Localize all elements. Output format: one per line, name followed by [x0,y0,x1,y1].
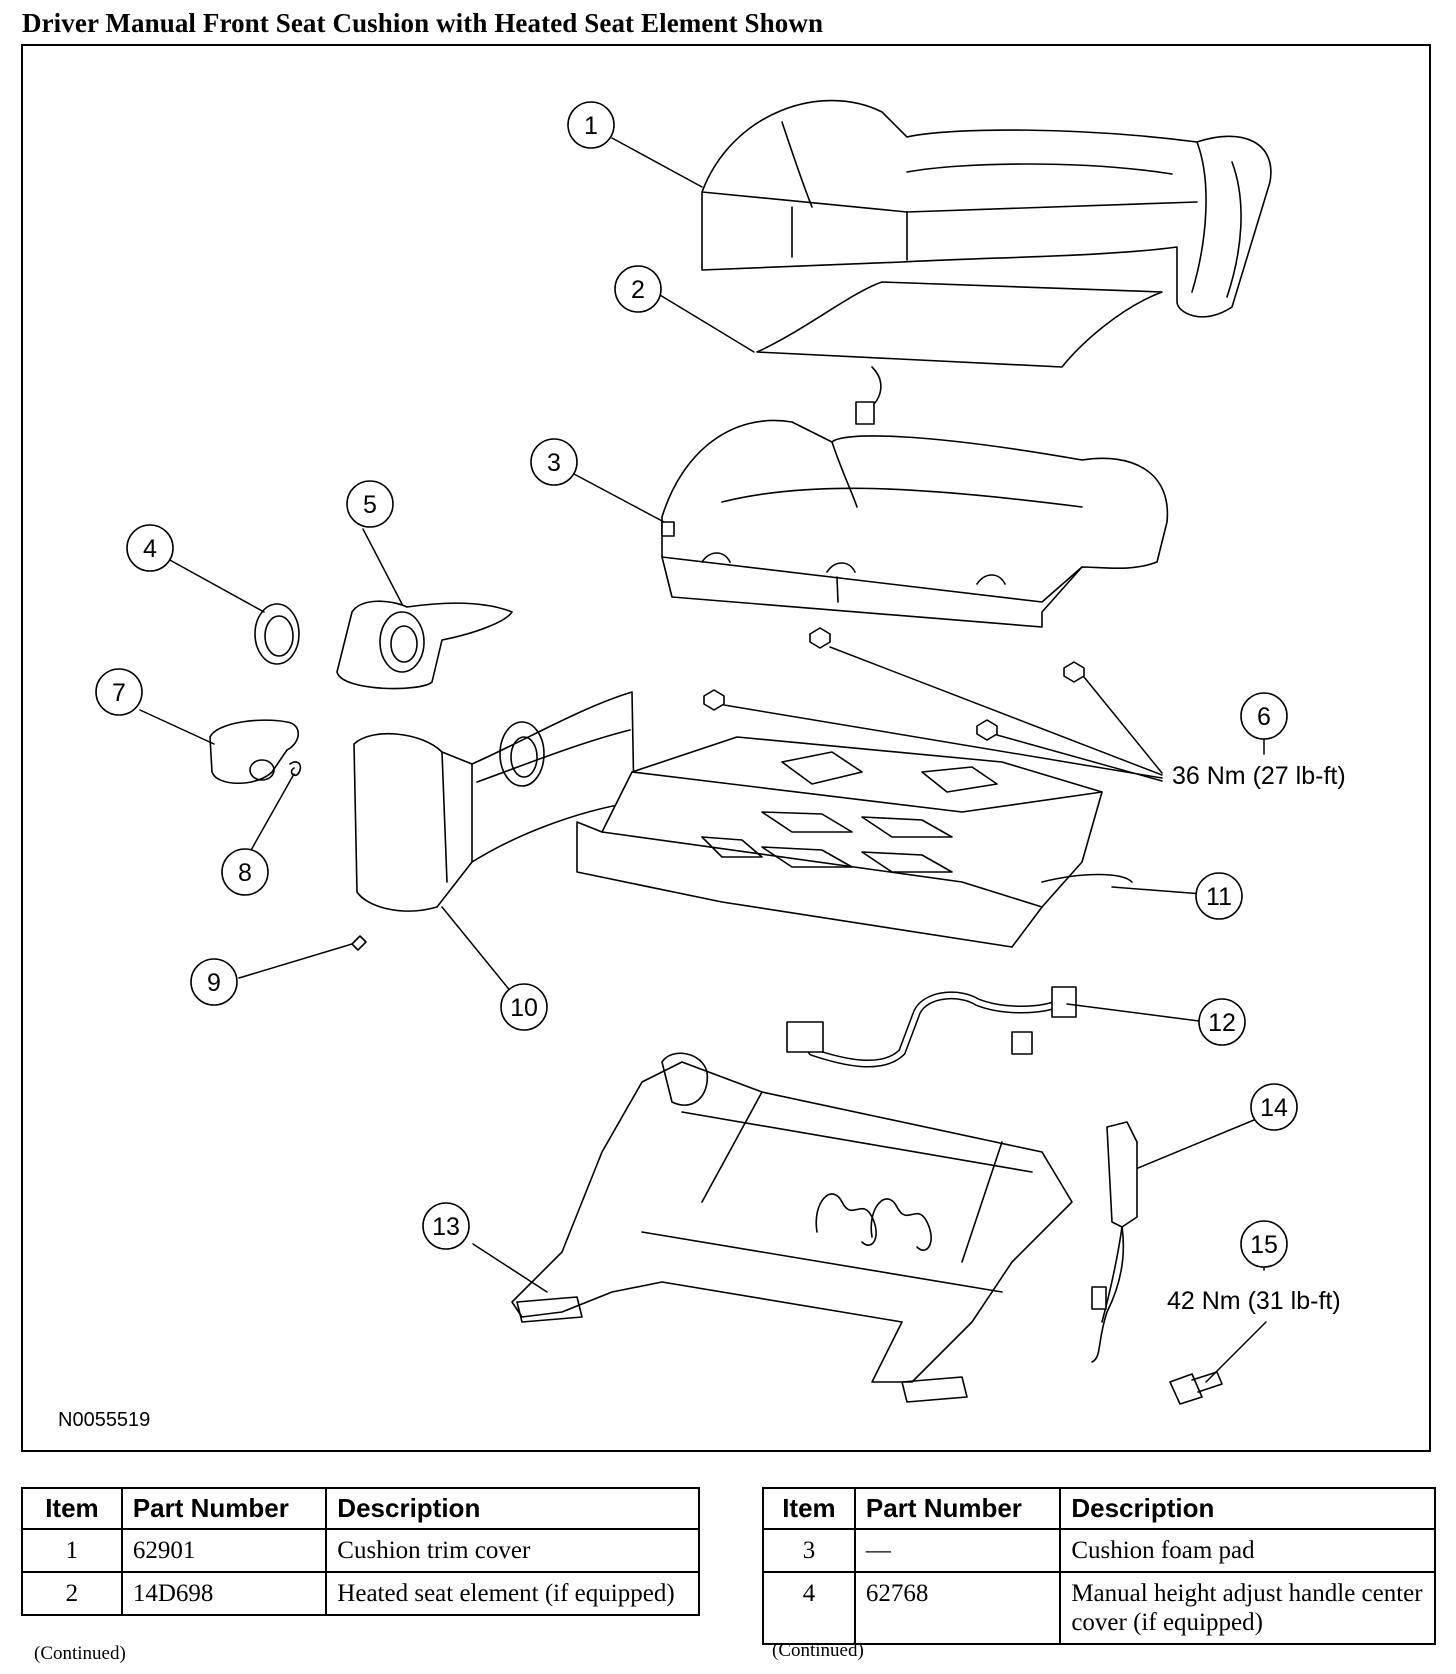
cushion-foam-pad-drawing [661,419,1169,628]
cell-part-number: 62768 [853,1571,1062,1645]
heated-seat-element-drawing [756,281,1163,425]
center-cover-drawing [254,603,300,665]
seat-track-drawing [511,1052,1073,1403]
table-row: 1 62901 Cushion trim cover [21,1528,700,1573]
svg-text:12: 12 [1208,1009,1236,1037]
header-description: Description [1059,1487,1436,1530]
cell-description: Cushion foam pad [1059,1528,1436,1573]
header-part-number: Part Number [120,1487,328,1530]
adjust-cable-drawing [1091,1121,1138,1363]
torque-spec-item6: 36 Nm (27 lb-ft) [1172,762,1346,790]
table-header-row: Item Part Number Description [762,1487,1436,1530]
callout-11: 11 [1195,872,1243,920]
callout-13: 13 [422,1202,470,1250]
svg-text:4: 4 [143,535,157,563]
page-title: Driver Manual Front Seat Cushion with He… [22,8,824,38]
continued-note-2: (Continued) [772,1640,864,1661]
callout-markers: 1 2 3 4 5 6 7 8 9 10 11 12 13 14 15 [95,101,1298,1268]
callout-10: 10 [500,983,548,1031]
header-part-number: Part Number [853,1487,1062,1530]
svg-text:6: 6 [1257,703,1271,731]
cell-part-number: 14D698 [120,1571,328,1616]
table-row: 4 62768 Manual height adjust handle cent… [762,1571,1436,1645]
table-header-row: Item Part Number Description [21,1487,700,1530]
svg-text:11: 11 [1206,883,1232,911]
svg-text:9: 9 [207,969,221,997]
svg-text:13: 13 [432,1213,460,1241]
wiring-harness-drawing [786,986,1077,1068]
leader-lines [139,137,1267,1383]
pivot-piece-drawing [209,719,300,784]
cell-item: 4 [762,1571,856,1645]
svg-text:5: 5 [363,491,377,519]
header-item: Item [762,1487,856,1530]
parts-table-2: Item Part Number Description 3 — Cushion… [762,1487,1436,1645]
svg-text:15: 15 [1250,1231,1278,1259]
cell-item: 1 [21,1528,123,1573]
continued-note-1: (Continued) [34,1643,126,1664]
cell-description: Manual height adjust handle center cover… [1059,1571,1436,1645]
callout-5: 5 [346,480,394,528]
clip-drawing [289,761,302,777]
cell-description: Cushion trim cover [325,1528,700,1573]
callout-9: 9 [190,958,238,1006]
parts-table-1: Item Part Number Description 1 62901 Cus… [21,1487,700,1616]
svg-text:7: 7 [112,679,126,707]
callout-6: 6 [1240,692,1288,740]
callout-4: 4 [126,524,174,572]
exploded-view-figure: 1 2 3 4 5 6 7 8 9 10 11 12 13 14 15 36 N… [21,44,1431,1452]
svg-text:2: 2 [631,276,645,304]
svg-text:14: 14 [1260,1094,1288,1122]
cell-item: 3 [762,1528,856,1573]
cell-part-number: 62901 [120,1528,328,1573]
callout-7: 7 [95,668,143,716]
screw-drawing [351,935,367,951]
cell-part-number: — [853,1528,1062,1573]
callout-12: 12 [1198,998,1246,1046]
figure-id: N0055519 [58,1409,150,1431]
bolt-drawing [1169,1371,1223,1405]
torque-spec-item15: 42 Nm (31 lb-ft) [1167,1287,1341,1315]
header-description: Description [325,1487,700,1530]
nut-drawings [703,627,1085,741]
svg-text:1: 1 [584,112,598,140]
side-shield-drawing [353,691,635,912]
callout-3: 3 [530,438,578,486]
callout-8: 8 [221,848,269,896]
callout-1: 1 [567,101,615,149]
svg-text:10: 10 [510,994,538,1022]
height-adjust-handle-drawing [336,600,513,690]
callout-14: 14 [1250,1083,1298,1131]
svg-text:8: 8 [238,859,252,887]
cell-item: 2 [21,1571,123,1616]
seat-cushion-frame-drawing [576,736,1133,948]
callout-2: 2 [614,265,662,313]
table-row: 3 — Cushion foam pad [762,1528,1436,1573]
cushion-trim-cover-drawing [701,99,1272,318]
cell-description: Heated seat element (if equipped) [325,1571,700,1616]
svg-text:3: 3 [547,449,561,477]
table-row: 2 14D698 Heated seat element (if equippe… [21,1571,700,1616]
header-item: Item [21,1487,123,1530]
callout-15: 15 [1240,1220,1288,1268]
